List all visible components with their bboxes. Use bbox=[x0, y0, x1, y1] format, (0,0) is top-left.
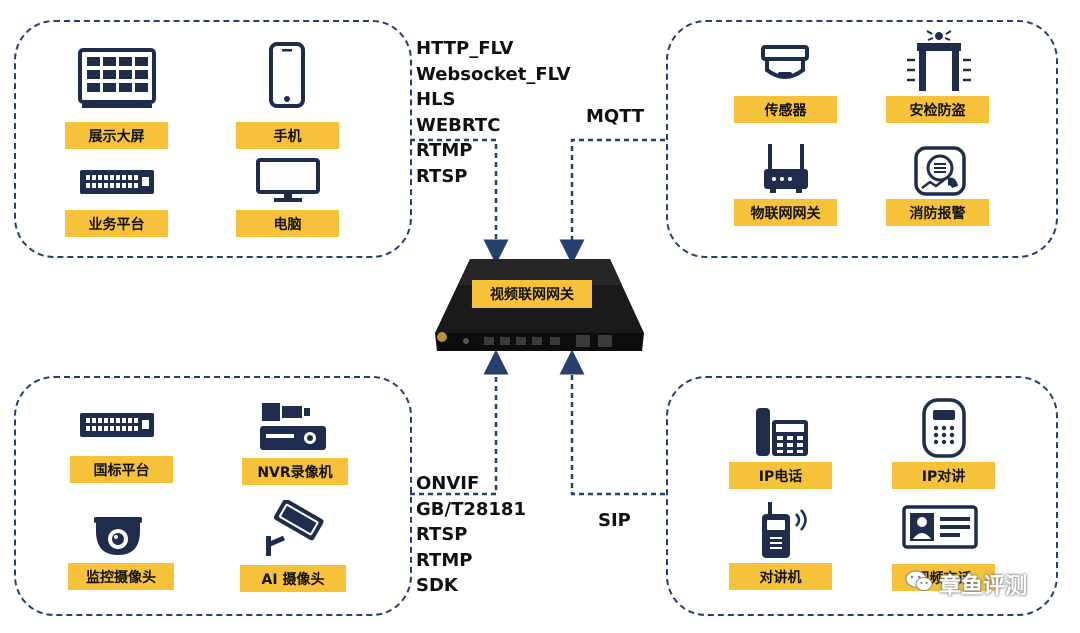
protocol-mqtt: MQTT bbox=[586, 106, 645, 127]
label-sensor: 传感器 bbox=[734, 96, 837, 123]
ip-phone-icon bbox=[754, 404, 810, 458]
nvr-recorder-icon bbox=[258, 400, 328, 452]
protocol-item: ONVIF bbox=[416, 473, 480, 494]
protocol-sip: SIP bbox=[598, 510, 631, 531]
protocol-item: RTMP bbox=[416, 549, 473, 571]
ai-camera-icon bbox=[262, 500, 328, 558]
protocol-item: GB/T28181 bbox=[416, 498, 526, 520]
line-bottom-left bbox=[410, 349, 509, 496]
label-display-wall: 展示大屏 bbox=[65, 122, 168, 149]
group-top-left bbox=[14, 20, 412, 258]
fire-alarm-icon bbox=[914, 146, 966, 196]
group-bottom-right bbox=[666, 376, 1058, 616]
protocol-item: SDK bbox=[416, 575, 458, 596]
label-security-gate: 安检防盗 bbox=[886, 96, 989, 123]
security-gate-icon bbox=[905, 30, 973, 92]
protocol-item: HTTP_FLV bbox=[416, 38, 514, 59]
group-top-right bbox=[666, 20, 1058, 258]
wechat-icon bbox=[905, 569, 933, 599]
label-walkie-talkie: 对讲机 bbox=[729, 563, 832, 590]
protocol-item: Websocket_FLV bbox=[416, 63, 571, 85]
protocol-item: HLS bbox=[416, 89, 456, 110]
walkie-talkie-icon bbox=[758, 500, 814, 560]
label-iot-gateway: 物联网网关 bbox=[734, 199, 837, 226]
iot-gateway-icon bbox=[762, 143, 810, 193]
line-bottom-right bbox=[559, 349, 665, 496]
label-fire-alarm: 消防报警 bbox=[886, 199, 989, 226]
label-dome-camera: 监控摄像头 bbox=[68, 563, 174, 590]
computer-monitor-icon bbox=[256, 158, 320, 202]
watermark-text: 章鱼评测 bbox=[939, 574, 1028, 599]
line-top-left bbox=[410, 138, 509, 265]
protocols-top-left: HTTP_FLV Websocket_FLV HLS WEBRTC RTMP R… bbox=[416, 36, 571, 189]
watermark: 章鱼评测 bbox=[905, 568, 1027, 600]
label-business-platform: 业务平台 bbox=[65, 210, 168, 237]
line-top-right bbox=[559, 138, 665, 265]
protocol-item: WEBRTC bbox=[416, 114, 501, 136]
label-ai-camera: AI 摄像头 bbox=[240, 565, 346, 592]
protocol-item: RTSP bbox=[416, 165, 468, 187]
label-ip-intercom: IP对讲 bbox=[892, 462, 995, 489]
display-wall-icon bbox=[78, 48, 156, 110]
label-nvr-recorder: NVR录像机 bbox=[242, 458, 348, 485]
protocol-item: RTMP bbox=[416, 140, 473, 161]
dome-camera-icon bbox=[90, 515, 146, 557]
group-bottom-left bbox=[14, 376, 412, 616]
label-ip-phone: IP电话 bbox=[729, 462, 832, 489]
label-mobile-phone: 手机 bbox=[236, 122, 339, 149]
gateway-label: 视频联网网关 bbox=[472, 280, 592, 308]
sensor-icon bbox=[760, 44, 810, 86]
label-national-platform: 国标平台 bbox=[70, 456, 173, 483]
national-platform-icon bbox=[80, 410, 154, 440]
mobile-phone-icon bbox=[269, 42, 305, 108]
label-computer: 电脑 bbox=[236, 210, 339, 237]
video-intercom-icon bbox=[902, 505, 978, 549]
business-platform-icon bbox=[80, 168, 154, 196]
protocols-bottom-left: ONVIF GB/T28181 RTSP RTMP SDK bbox=[416, 471, 526, 599]
ip-intercom-icon bbox=[922, 398, 966, 458]
protocol-item: RTSP bbox=[416, 524, 468, 545]
